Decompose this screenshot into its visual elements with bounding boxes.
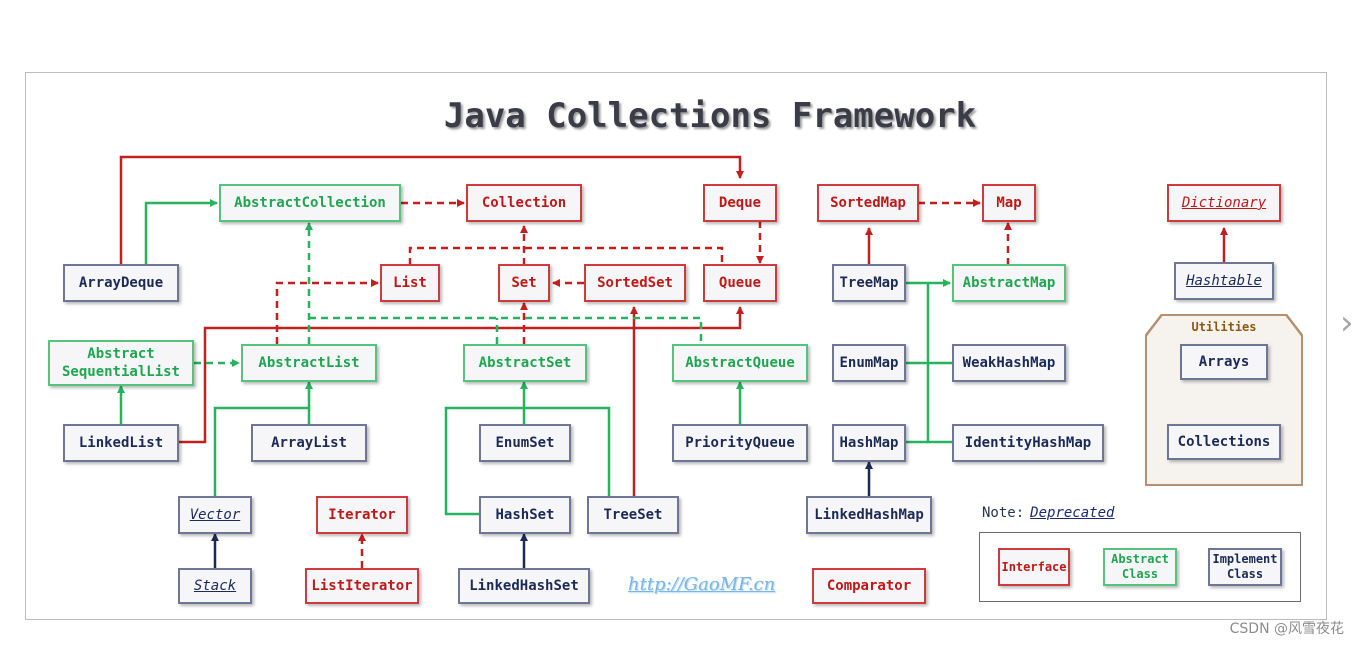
node-abstract-list: AbstractList — [241, 344, 377, 382]
node-deque: Deque — [703, 184, 777, 222]
node-identity-hash-map: IdentityHashMap — [952, 424, 1104, 462]
node-list: List — [380, 264, 440, 302]
node-set: Set — [498, 264, 550, 302]
node-dictionary: Dictionary — [1167, 184, 1281, 222]
node-abstract-sequential-list: Abstract SequentialList — [48, 340, 194, 386]
node-priority-queue: PriorityQueue — [672, 424, 808, 462]
node-queue: Queue — [703, 264, 777, 302]
node-map: Map — [982, 184, 1036, 222]
diagram-title: Java Collections Framework — [443, 96, 977, 136]
node-collection: Collection — [466, 184, 582, 222]
node-hashtable: Hashtable — [1174, 262, 1274, 300]
chevron-right-icon[interactable]: › — [1340, 303, 1354, 343]
edge-abstract-bus — [309, 316, 703, 344]
edge-arraydeque-deque — [119, 155, 744, 265]
node-abstract-queue: AbstractQueue — [672, 344, 808, 382]
node-array-deque: ArrayDeque — [63, 264, 179, 302]
node-linked-list: LinkedList — [63, 424, 179, 462]
edge-arraydeque-abstractcollection — [144, 199, 218, 265]
node-enum-map: EnumMap — [832, 344, 906, 382]
node-abstract-collection: AbstractCollection — [219, 184, 401, 222]
edge-hashset-abstractset — [444, 406, 611, 516]
node-arrays: Arrays — [1180, 344, 1268, 380]
node-linked-hash-map: LinkedHashMap — [806, 496, 932, 534]
node-hash-set: HashSet — [479, 496, 571, 534]
node-hash-map: HashMap — [832, 424, 906, 462]
node-enum-set: EnumSet — [479, 424, 571, 462]
node-array-list: ArrayList — [251, 424, 367, 462]
watermark-link: http://GaoMF.cn — [628, 574, 776, 595]
node-abstract-set: AbstractSet — [463, 344, 587, 382]
node-linked-hash-set: LinkedHashSet — [458, 568, 590, 604]
edge-linkedlist-queue — [178, 306, 744, 444]
node-stack: Stack — [178, 568, 252, 604]
utilities-title: Utilities — [1191, 320, 1257, 334]
edge-list-collection — [408, 246, 724, 265]
node-tree-set: TreeSet — [587, 496, 679, 534]
node-list-iterator: ListIterator — [305, 568, 419, 604]
legend-abstract-class: Abstract Class — [1103, 548, 1177, 586]
node-comparator: Comparator — [812, 568, 926, 604]
edge-abstractlist-list — [275, 279, 379, 344]
note: Note: Deprecated — [982, 505, 1114, 521]
node-weak-hash-map: WeakHashMap — [952, 344, 1066, 382]
legend-interface: Interface — [998, 548, 1070, 586]
node-iterator: Iterator — [316, 496, 408, 534]
csdn-footer: CSDN @风雪夜花 — [1229, 621, 1344, 637]
legend-implement-class: Implement Class — [1208, 548, 1282, 586]
node-sorted-map: SortedMap — [817, 184, 919, 222]
node-collections: Collections — [1167, 424, 1281, 460]
node-vector: Vector — [178, 496, 252, 534]
node-abstract-map: AbstractMap — [952, 264, 1066, 302]
note-deprecated: Deprecated — [1030, 505, 1115, 521]
note-label: Note: — [982, 505, 1025, 521]
node-sorted-set: SortedSet — [584, 264, 686, 302]
edge-vector-abstractlist — [213, 406, 309, 496]
node-tree-map: TreeMap — [832, 264, 906, 302]
